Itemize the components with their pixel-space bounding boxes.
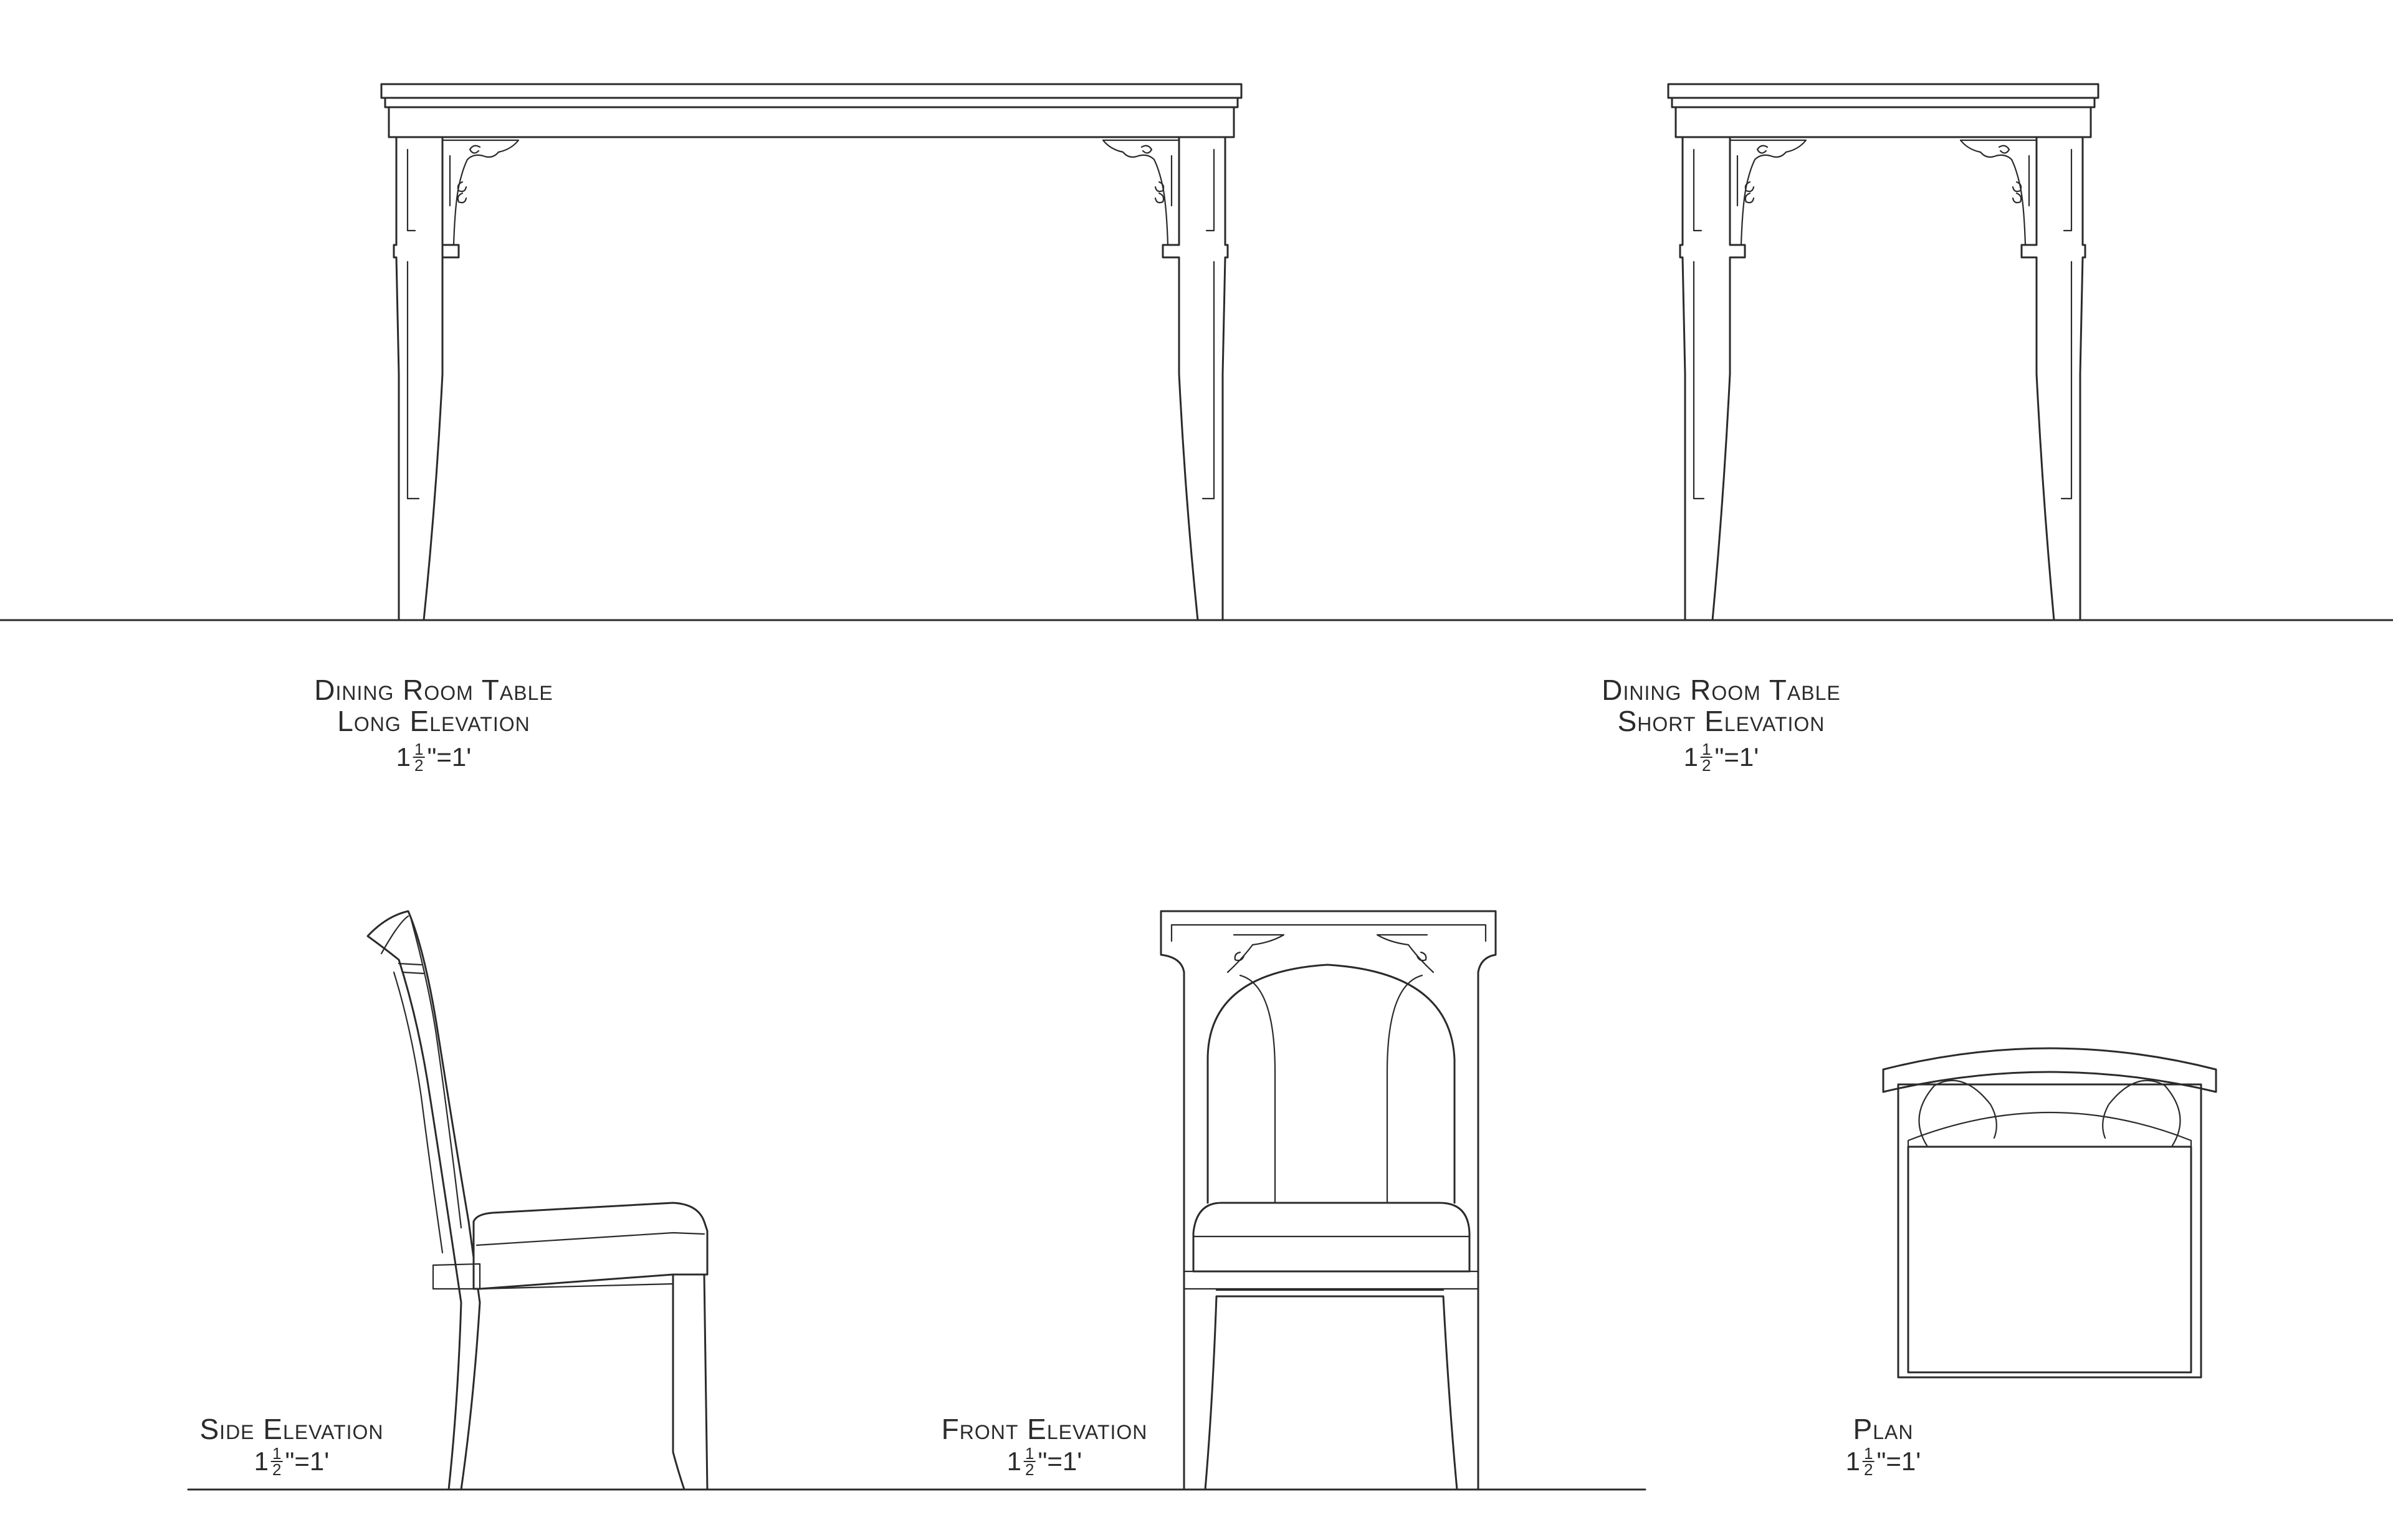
label-chair-side: Side Elevation bbox=[199, 1413, 383, 1445]
label-table-long-line2: Long Elevation bbox=[337, 705, 530, 737]
label-table-long: Dining Room Table Long Elevation bbox=[314, 674, 553, 737]
label-chair-front: Front Elevation bbox=[942, 1413, 1148, 1445]
label-table-long-line1: Dining Room Table bbox=[314, 674, 553, 706]
chair-front-scroll-right bbox=[1376, 934, 1435, 973]
chair-front-crest bbox=[1160, 910, 1497, 1491]
chair-plan-post-left bbox=[1918, 1079, 1997, 1147]
label-chair-plan-line1: Plan bbox=[1853, 1413, 1914, 1445]
table-short-top bbox=[1667, 83, 2099, 99]
chair-side-front-leg bbox=[672, 1273, 709, 1491]
table-bracket-left bbox=[441, 139, 520, 246]
label-chair-plan: Plan bbox=[1853, 1413, 1914, 1445]
chair-front-scroll-left bbox=[1226, 934, 1285, 973]
chair-side-back bbox=[366, 910, 481, 1491]
chair-plan-seat bbox=[1907, 1145, 2192, 1374]
chair-plan-post-right bbox=[2102, 1079, 2181, 1147]
chair-front-back-arch bbox=[1206, 964, 1456, 1204]
table-top-edge bbox=[384, 97, 1239, 108]
chair-plan-crest bbox=[1882, 1047, 2217, 1093]
chair-front-elevation bbox=[1160, 910, 1497, 1491]
table-short-leg-right bbox=[2020, 136, 2086, 621]
chair-side-seat bbox=[472, 1202, 709, 1290]
table-leg-right bbox=[1162, 136, 1229, 621]
table-short-bracket-left bbox=[1729, 139, 1807, 246]
label-chair-front-line1: Front Elevation bbox=[941, 1413, 1148, 1445]
chair-plan-frame bbox=[1897, 1083, 2202, 1379]
table-short-leg-left bbox=[1679, 136, 1746, 621]
chair-plan bbox=[1882, 1047, 2217, 1379]
label-table-short-line2: Short Elevation bbox=[1617, 705, 1825, 737]
table-apron bbox=[388, 106, 1235, 138]
label-table-short: Dining Room Table Short Elevation bbox=[1602, 674, 1840, 737]
label-table-short-line1: Dining Room Table bbox=[1602, 674, 1841, 706]
label-chair-side-line1: Side Elevation bbox=[199, 1413, 384, 1445]
table-leg-left bbox=[393, 136, 460, 621]
chair-side-elevation bbox=[366, 910, 709, 1491]
table-top bbox=[380, 83, 1243, 99]
table-short-bracket-right bbox=[1959, 139, 2038, 246]
table-long-elevation bbox=[380, 83, 1243, 621]
table-short-apron bbox=[1674, 106, 2092, 138]
table-bracket-right bbox=[1102, 139, 1180, 246]
table-short-elevation bbox=[1667, 83, 2099, 621]
